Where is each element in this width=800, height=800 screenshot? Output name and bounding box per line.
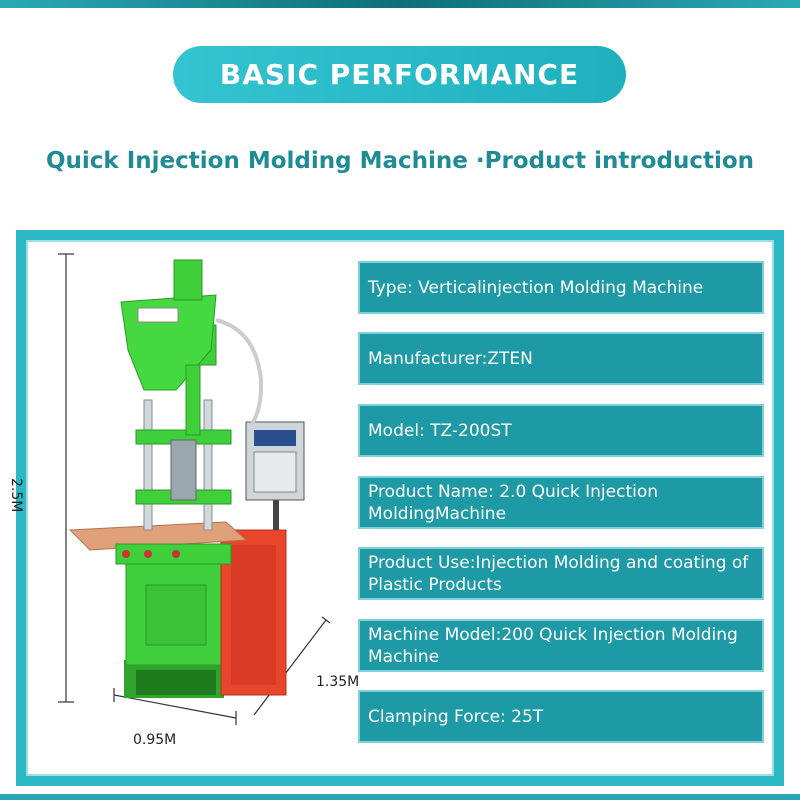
page-subtitle: Quick Injection Molding Machine ·Product… [45,148,755,174]
spec-row-type: Type: Verticalinjection Molding Machine [358,261,764,314]
spec-row-manufacturer: Manufacturer:ZTEN [358,332,764,385]
spec-row-machine-model: Machine Model:200 Quick Injection Moldin… [358,619,764,672]
spec-row-product-use: Product Use:Injection Molding and coatin… [358,547,764,600]
depth-dimension-label: 1.35M [316,674,360,690]
spec-row-clamping-force: Clamping Force: 25T [358,690,764,743]
spec-row-model: Model: TZ-200ST [358,404,764,457]
height-dimension-label: 2.5M [8,478,24,513]
machine-image [58,253,331,725]
spec-row-product-name: Product Name: 2.0 Quick Injection Moldin… [358,476,764,529]
width-dimension-label: 0.95M [133,732,177,748]
section-header: BASIC PERFORMANCE [173,46,626,103]
bottom-accent-strip [0,794,800,800]
top-accent-strip [0,0,800,8]
section-header-title: BASIC PERFORMANCE [219,58,580,91]
